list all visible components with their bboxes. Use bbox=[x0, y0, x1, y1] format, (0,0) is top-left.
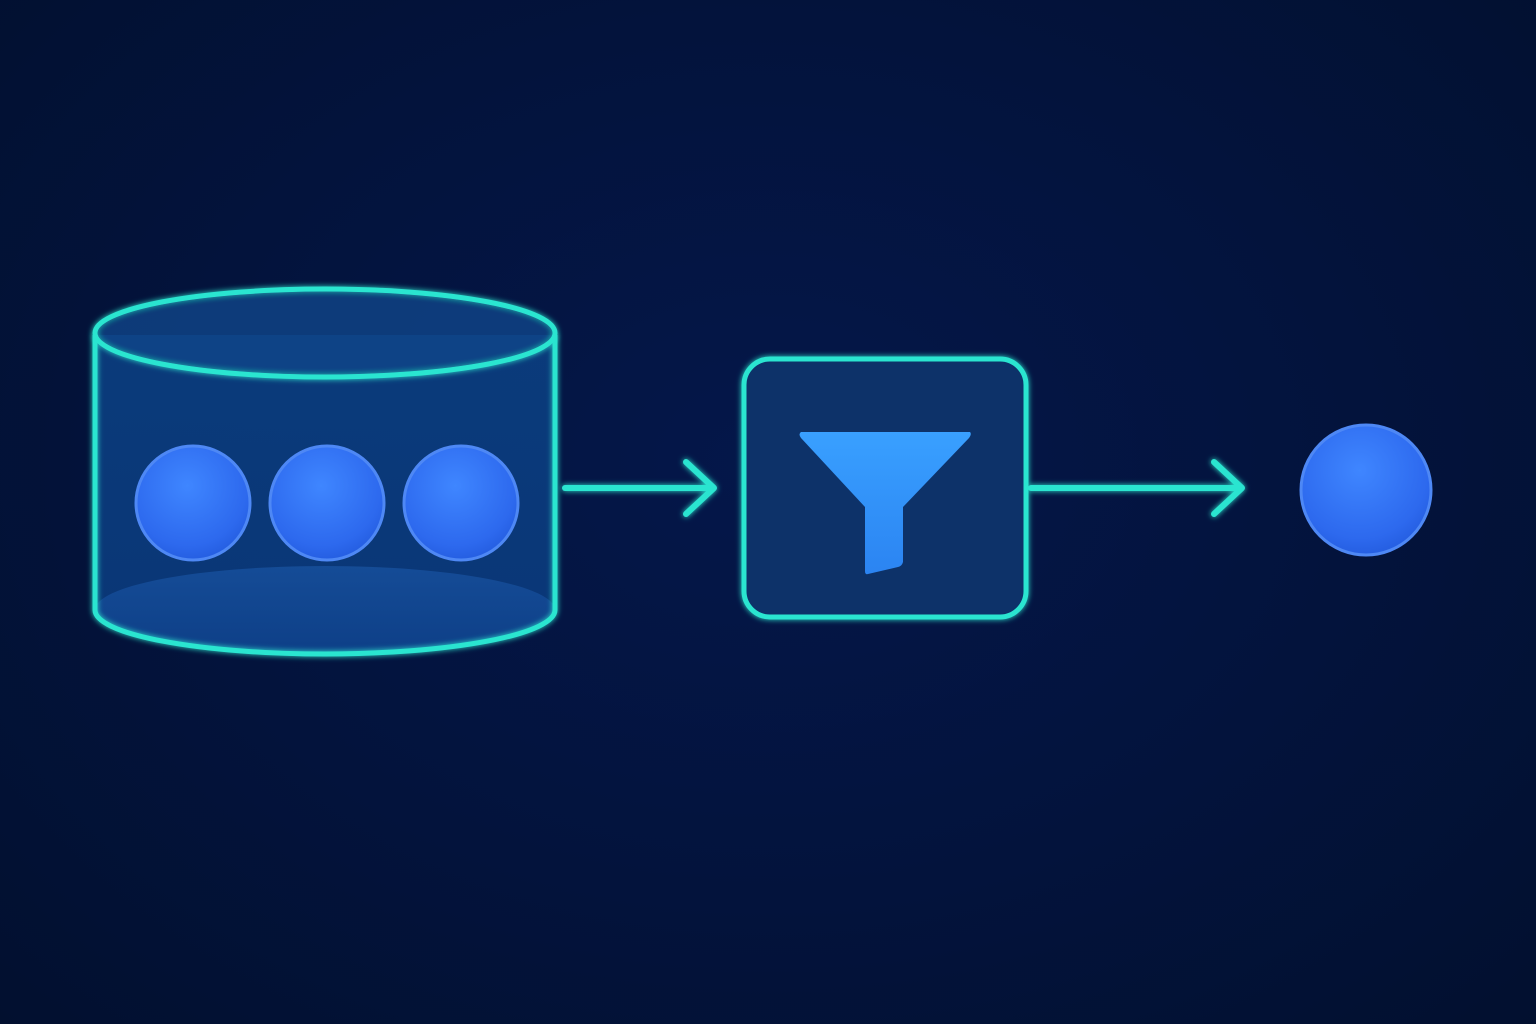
filter-node bbox=[741, 356, 1029, 620]
data-item-dot bbox=[402, 444, 520, 562]
database-cylinder-icon bbox=[92, 286, 558, 657]
funnel-icon bbox=[799, 432, 971, 575]
arrow-head bbox=[683, 459, 717, 517]
single-item-dot-icon bbox=[1299, 423, 1433, 557]
arrow-right-icon bbox=[562, 459, 717, 517]
arrow-right-icon bbox=[1028, 459, 1245, 517]
cylinder-top-rim bbox=[92, 286, 558, 380]
data-item-dot bbox=[134, 444, 252, 562]
cylinder-bottom-surface bbox=[95, 566, 555, 654]
cylinder-sides-outline bbox=[92, 335, 558, 657]
data-item-dot bbox=[268, 444, 386, 562]
arrow-head bbox=[1211, 459, 1245, 517]
